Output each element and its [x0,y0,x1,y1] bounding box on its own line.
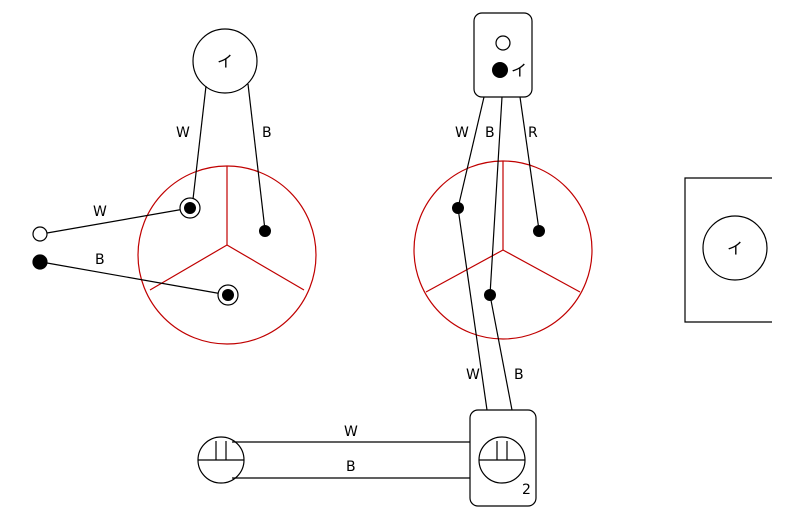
middle-label-top-b: B [485,125,495,141]
left-wire-lamp-b [247,83,266,231]
middle-switch-dot [492,62,508,78]
left-source-terminal-black [32,254,48,270]
bottom-wiring-group: 2 W B [197,409,537,507]
middle-switch-box [473,12,533,98]
left-source-terminal-white [32,226,48,242]
left-junction-divider-right [226,244,305,291]
middle-connection-w [452,202,464,214]
bottom-outlet-count-label: 2 [522,482,531,498]
middle-label-bottom-b: B [514,367,524,383]
left-lamp-label: イ [217,52,233,71]
right-lamp-label: イ [727,239,743,258]
left-wire-lamp-w [191,85,207,209]
middle-switch-pilot [495,35,511,51]
middle-connection-b [484,289,496,301]
left-junction-divider-left [149,244,228,291]
left-connection-b2 [222,289,234,301]
left-connection-w [184,202,196,214]
middle-wire-w [457,96,488,411]
middle-connection-r [533,225,545,237]
right-partial-group: イ [684,177,772,323]
bottom-label-b: B [346,459,356,475]
middle-junction-divider-right [502,249,581,293]
middle-wire-r [519,96,540,231]
middle-junction-divider-left [425,249,504,293]
left-label-source-b: B [95,252,105,268]
middle-label-top-r: R [528,125,538,141]
right-lamp-symbol [702,215,768,281]
middle-wiring-group: イ W B R W B [413,12,593,411]
left-wiring-group: イ W B W B [32,28,317,345]
left-label-source-w: W [93,204,107,220]
middle-switch-label: イ [511,61,527,80]
middle-label-bottom-w: W [466,367,480,383]
left-connection-b [259,225,271,237]
left-wire-source-w [46,207,191,234]
left-wire-source-b [46,262,229,296]
left-label-lamp-w: W [176,125,190,141]
middle-label-top-w: W [455,125,469,141]
left-lamp-symbol [192,28,258,94]
right-box-outline [684,177,772,323]
bottom-label-w: W [344,424,358,440]
left-label-lamp-b: B [262,125,272,141]
